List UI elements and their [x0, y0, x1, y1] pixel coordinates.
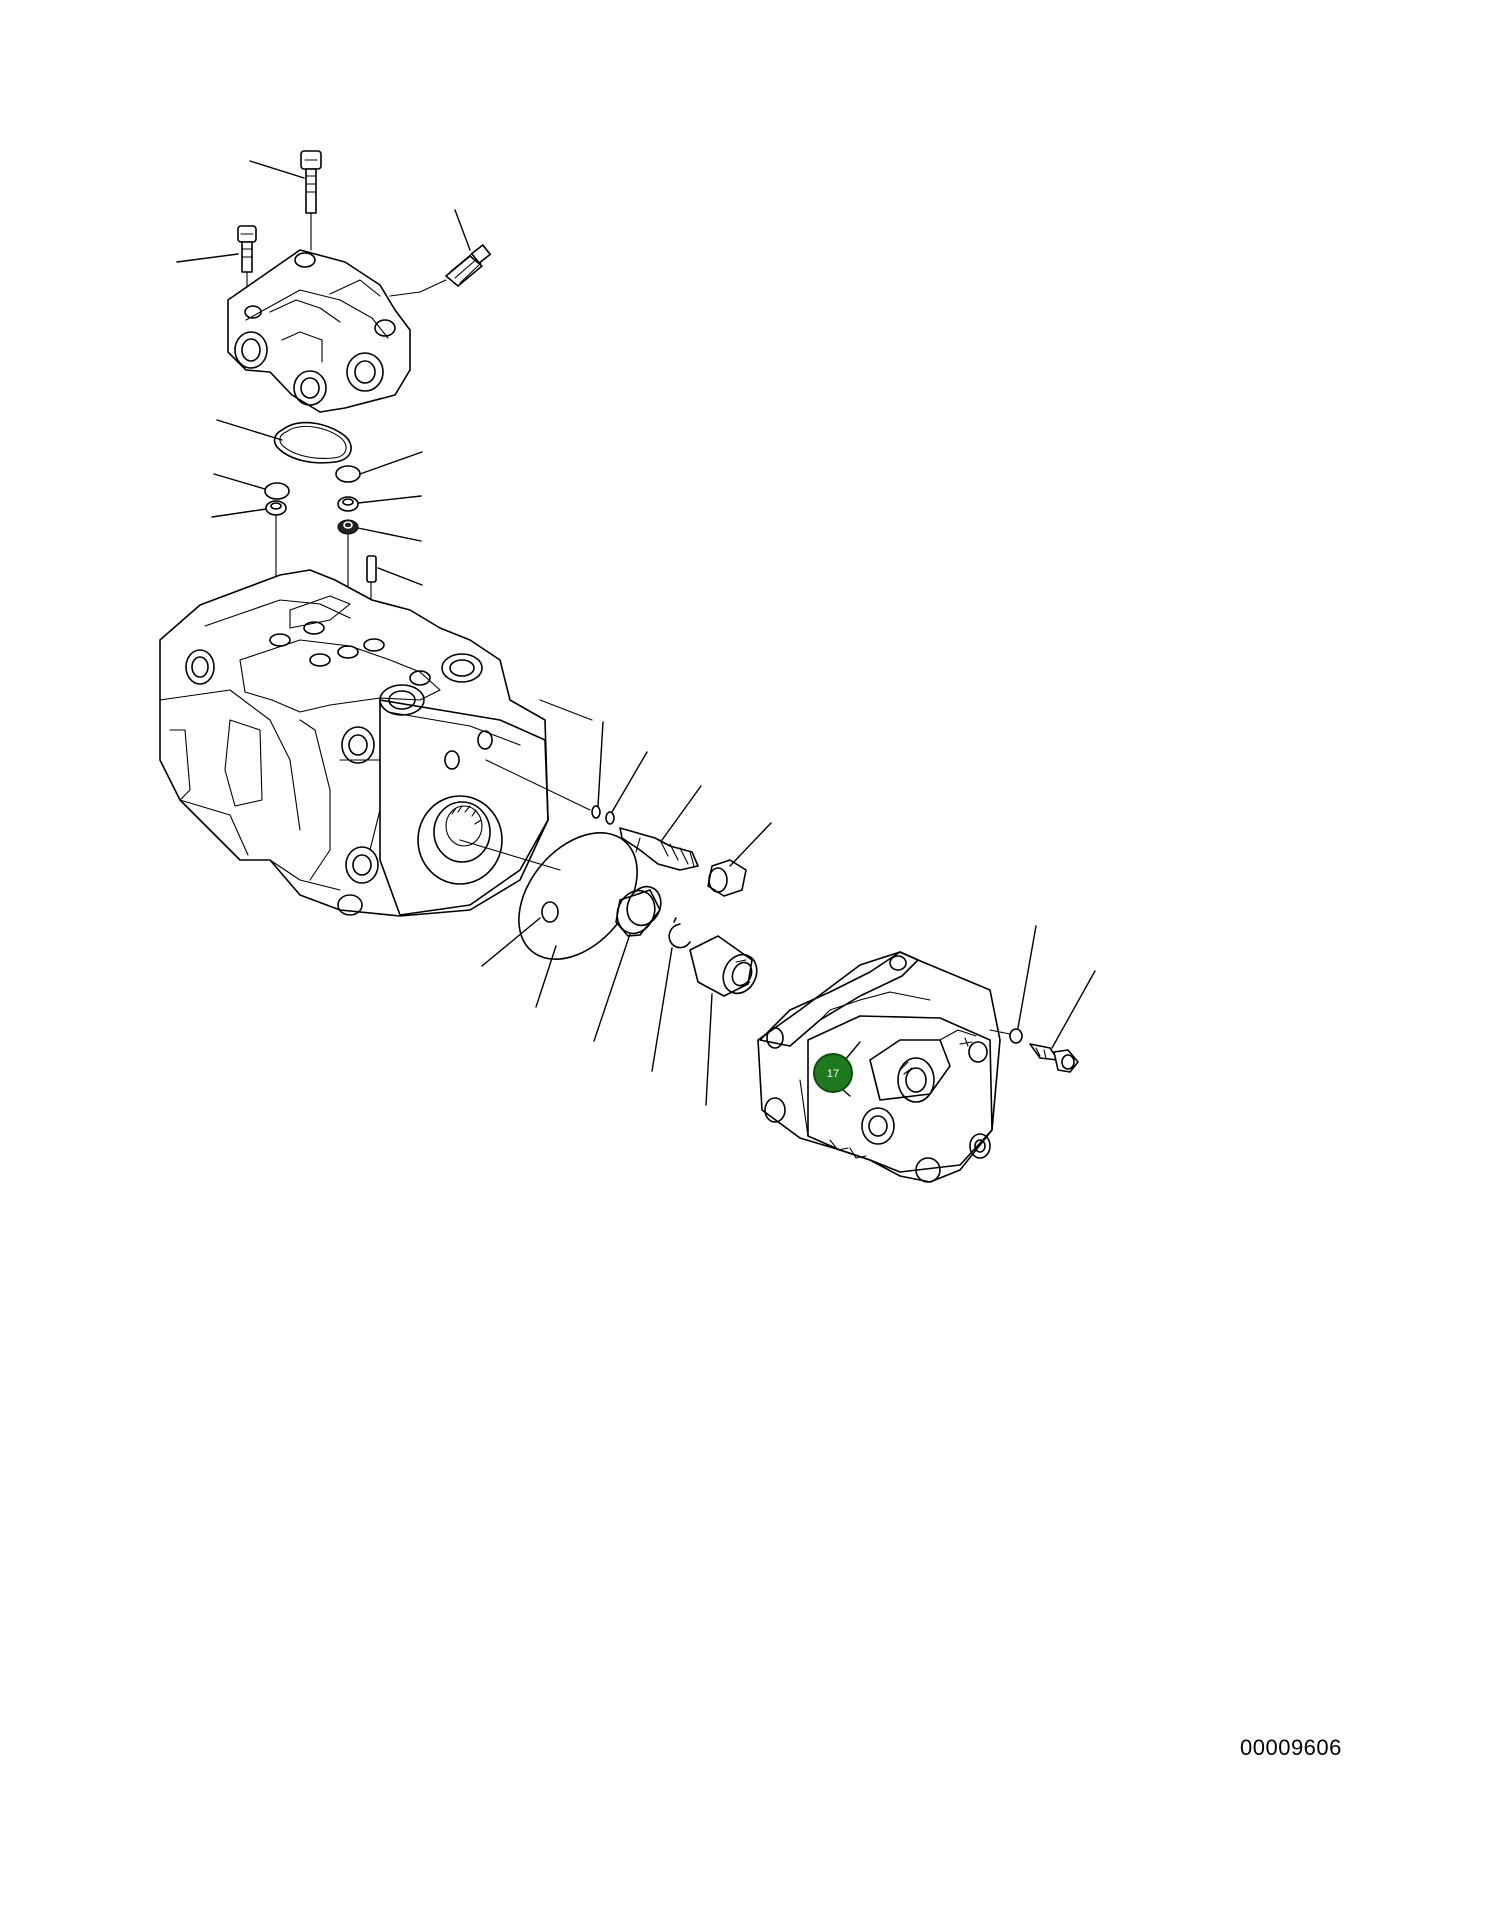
- drawing-number: 00009606: [1240, 1735, 1342, 1760]
- seat-right-a: [337, 496, 359, 512]
- callout-17-marker[interactable]: [813, 1053, 853, 1093]
- spool-shaft: [619, 827, 699, 871]
- o-ring-right: [335, 465, 361, 483]
- o-ring-left: [264, 482, 290, 500]
- alignment-lines: [459, 699, 593, 871]
- small-o-ring-1: [591, 805, 601, 819]
- valve-body: [227, 249, 411, 413]
- cap-nut: [707, 859, 747, 897]
- adjust-plug: [389, 244, 492, 297]
- gasket-oval: [273, 421, 352, 464]
- small-o-ring-2: [605, 811, 615, 825]
- washer: [1009, 1028, 1023, 1044]
- snap-ring: [668, 917, 691, 949]
- control-valve-assembly: [227, 150, 492, 413]
- coupling-sleeve: [689, 935, 758, 997]
- leader-lines: [176, 160, 1096, 1106]
- bearing-ring: [615, 885, 662, 937]
- callout-17-label: 17: [827, 1068, 839, 1080]
- hex-bolt: [989, 1029, 1079, 1073]
- gear-pump: [757, 951, 1001, 1183]
- gasket-disc: [518, 832, 638, 960]
- callout-17[interactable]: 17: [813, 1053, 853, 1093]
- socket-bolt-long: [300, 150, 322, 251]
- main-pump-housing: [159, 569, 549, 917]
